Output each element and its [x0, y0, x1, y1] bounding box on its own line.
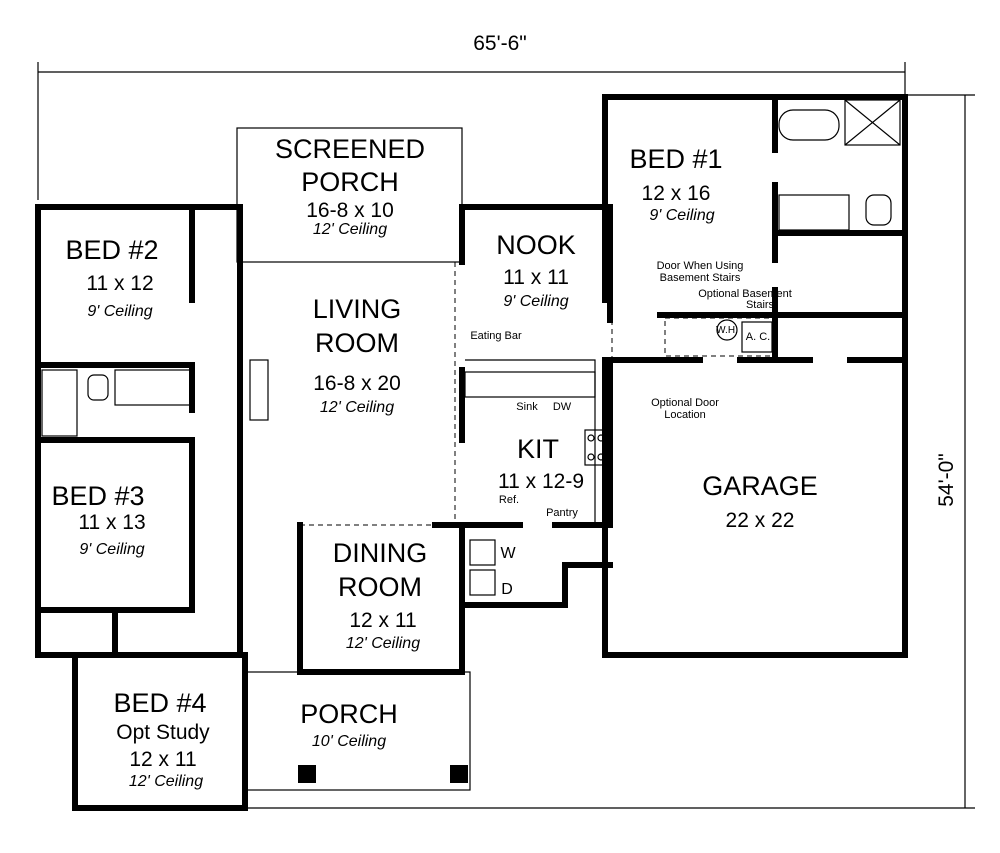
walls	[35, 94, 908, 811]
bed2-size: 11 x 12	[86, 272, 153, 295]
dining-size: 12 x 11	[349, 609, 416, 632]
nook-ceiling: 9' Ceiling	[503, 293, 568, 310]
note-door-basement-2: Basement Stairs	[660, 272, 741, 284]
bed3-ceiling: 9' Ceiling	[79, 541, 144, 558]
bed3-size: 11 x 13	[78, 511, 145, 534]
living-label-2: ROOM	[315, 328, 399, 358]
kitchen-label: KIT	[517, 434, 559, 464]
ref-label: Ref.	[499, 494, 519, 506]
dining-label-2: ROOM	[338, 572, 422, 602]
water-heater-label: W.H.	[716, 325, 738, 336]
porch-ceiling: 10' Ceiling	[312, 733, 386, 750]
ac-label: A. C.	[746, 331, 770, 343]
bed1-ceiling: 9' Ceiling	[649, 207, 714, 224]
note-door-basement-1: Door When Using	[657, 260, 744, 272]
width-dimension: 65'-6"	[473, 32, 527, 55]
bed4-size: 12 x 11	[129, 748, 196, 771]
nook-size: 11 x 11	[503, 266, 569, 289]
garage-label: GARAGE	[702, 471, 818, 501]
living-ceiling: 12' Ceiling	[320, 399, 394, 416]
depth-dimension: 54'-0"	[935, 453, 958, 507]
nook-label: NOOK	[496, 230, 576, 260]
bed4-label: BED #4	[113, 688, 206, 718]
note-opt-door-1: Optional Door	[651, 397, 719, 409]
note-opt-door-2: Location	[664, 409, 706, 421]
note-opt-stairs-1: Optional Basement	[698, 288, 792, 300]
dining-label-1: DINING	[333, 538, 428, 568]
living-label-1: LIVING	[313, 294, 402, 324]
bed3-label: BED #3	[51, 481, 144, 511]
dimension-lines	[37, 62, 975, 809]
note-opt-stairs-2: Stairs	[746, 299, 775, 311]
living-size: 16-8 x 20	[313, 372, 401, 395]
dishwasher-label: DW	[553, 401, 572, 413]
washer-label: W	[500, 545, 516, 562]
screened-porch-size: 16-8 x 10	[306, 199, 394, 222]
kitchen-size: 11 x 12-9	[498, 470, 584, 493]
bed2-ceiling: 9' Ceiling	[87, 303, 152, 320]
screened-porch-ceiling: 12' Ceiling	[313, 221, 387, 238]
dining-ceiling: 12' Ceiling	[346, 635, 420, 652]
pantry-label: Pantry	[546, 507, 578, 519]
bed4-ceiling: 12' Ceiling	[129, 773, 203, 790]
bed2-label: BED #2	[65, 235, 158, 265]
porch-label: PORCH	[300, 699, 398, 729]
screened-porch-label-1: SCREENED	[275, 134, 425, 164]
screened-porch-label-2: PORCH	[301, 167, 399, 197]
garage-size: 22 x 22	[726, 509, 795, 532]
bed4-subtitle: Opt Study	[116, 721, 210, 744]
sink-label: Sink	[516, 401, 538, 413]
bed1-label: BED #1	[629, 144, 722, 174]
eating-bar-label: Eating Bar	[470, 330, 522, 342]
bed1-size: 12 x 16	[642, 182, 711, 205]
thin-lines	[41, 99, 901, 791]
dryer-label: D	[501, 581, 513, 598]
